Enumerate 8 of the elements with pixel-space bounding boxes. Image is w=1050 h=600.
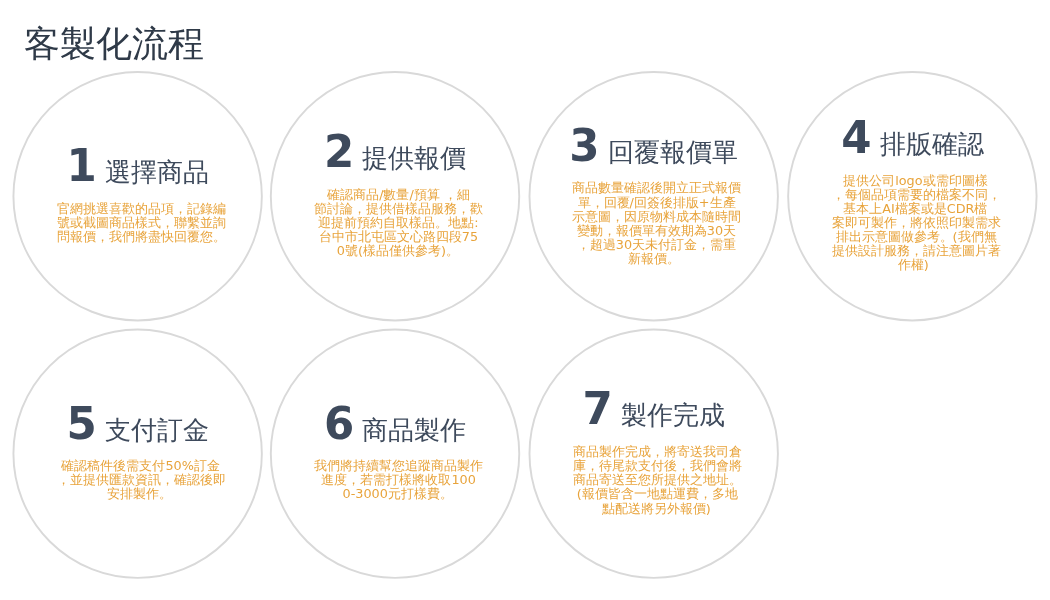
node-circle: 1 選擇商品 官網挑選喜歡的品項，記錄編號或截圖商品樣式，聯繫並詢問報價，我們將盡快回覆您。 <box>12 71 263 322</box>
node-circle: 7 製作完成 商品製作完成，將寄送我司倉庫，待尾款支付後，我們會將商品寄送至您所提供之地址。(報價皆含一地點運費，多地點配送將另外報價) <box>528 328 779 579</box>
node-circle: 3 回覆報價單 商品數量確認後開立正式報價單，回覆/回簽後排版+生產示意圖，因原物料成本隨時間變動，報價單有效期為30天，超過30天未付訂金，需重新報價。 <box>528 71 779 322</box>
node-circle: 6 商品製作 我們將持續幫您追蹤商品製作進度，若需打樣將收取1000-3000元打樣費。 <box>269 328 521 579</box>
node-circle: 2 提供報價 確認商品/數量/預算 ，細節討論，提供借樣品服務，歡迎提前預約自取樣品。地點:台中市北屯區文心路四段750號(樣品僅供參考)。 <box>269 71 521 322</box>
node-circle: 4 排版確認 提供公司logo或需印圖樣，每個品項需要的檔案不同，基本上AI檔案或是CDR檔案即可製作，將依照印製需求排出示意圖做參考。(我們無提供設計服務，請注意圖片著作權) <box>787 71 1038 322</box>
node-circle: 5 支付訂金 確認稿件後需支付50%訂金，並提供匯款資訊，確認後即安排製作。 <box>12 328 263 579</box>
diagram-title: 客製化流程 <box>23 22 204 64</box>
